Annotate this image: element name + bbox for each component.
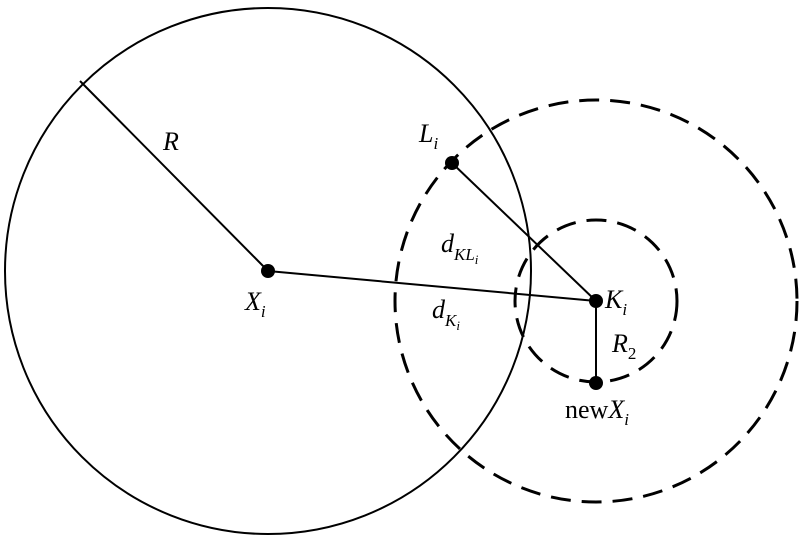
neighbor-dashed-circle-large xyxy=(393,98,799,504)
label-X-i: Xi xyxy=(244,287,266,321)
point-L-i xyxy=(445,156,459,170)
radius-line-R xyxy=(79,80,269,272)
label-L-i: Li xyxy=(418,119,438,153)
point-X-i xyxy=(261,264,275,278)
label-d-K-i: dKi xyxy=(432,295,460,333)
label-d-KL-i: dKLi xyxy=(441,229,479,267)
label-K-i: Ki xyxy=(604,285,627,319)
label-R2: R2 xyxy=(611,329,636,363)
label-R: R xyxy=(162,127,179,156)
point-K-i xyxy=(589,294,603,308)
search-radius-circle xyxy=(4,7,532,535)
distance-line-d-KL xyxy=(451,162,597,302)
point-new-X-i xyxy=(589,376,603,390)
distance-line-d-K xyxy=(267,270,597,302)
label-new-X-i: newXi xyxy=(565,395,629,429)
